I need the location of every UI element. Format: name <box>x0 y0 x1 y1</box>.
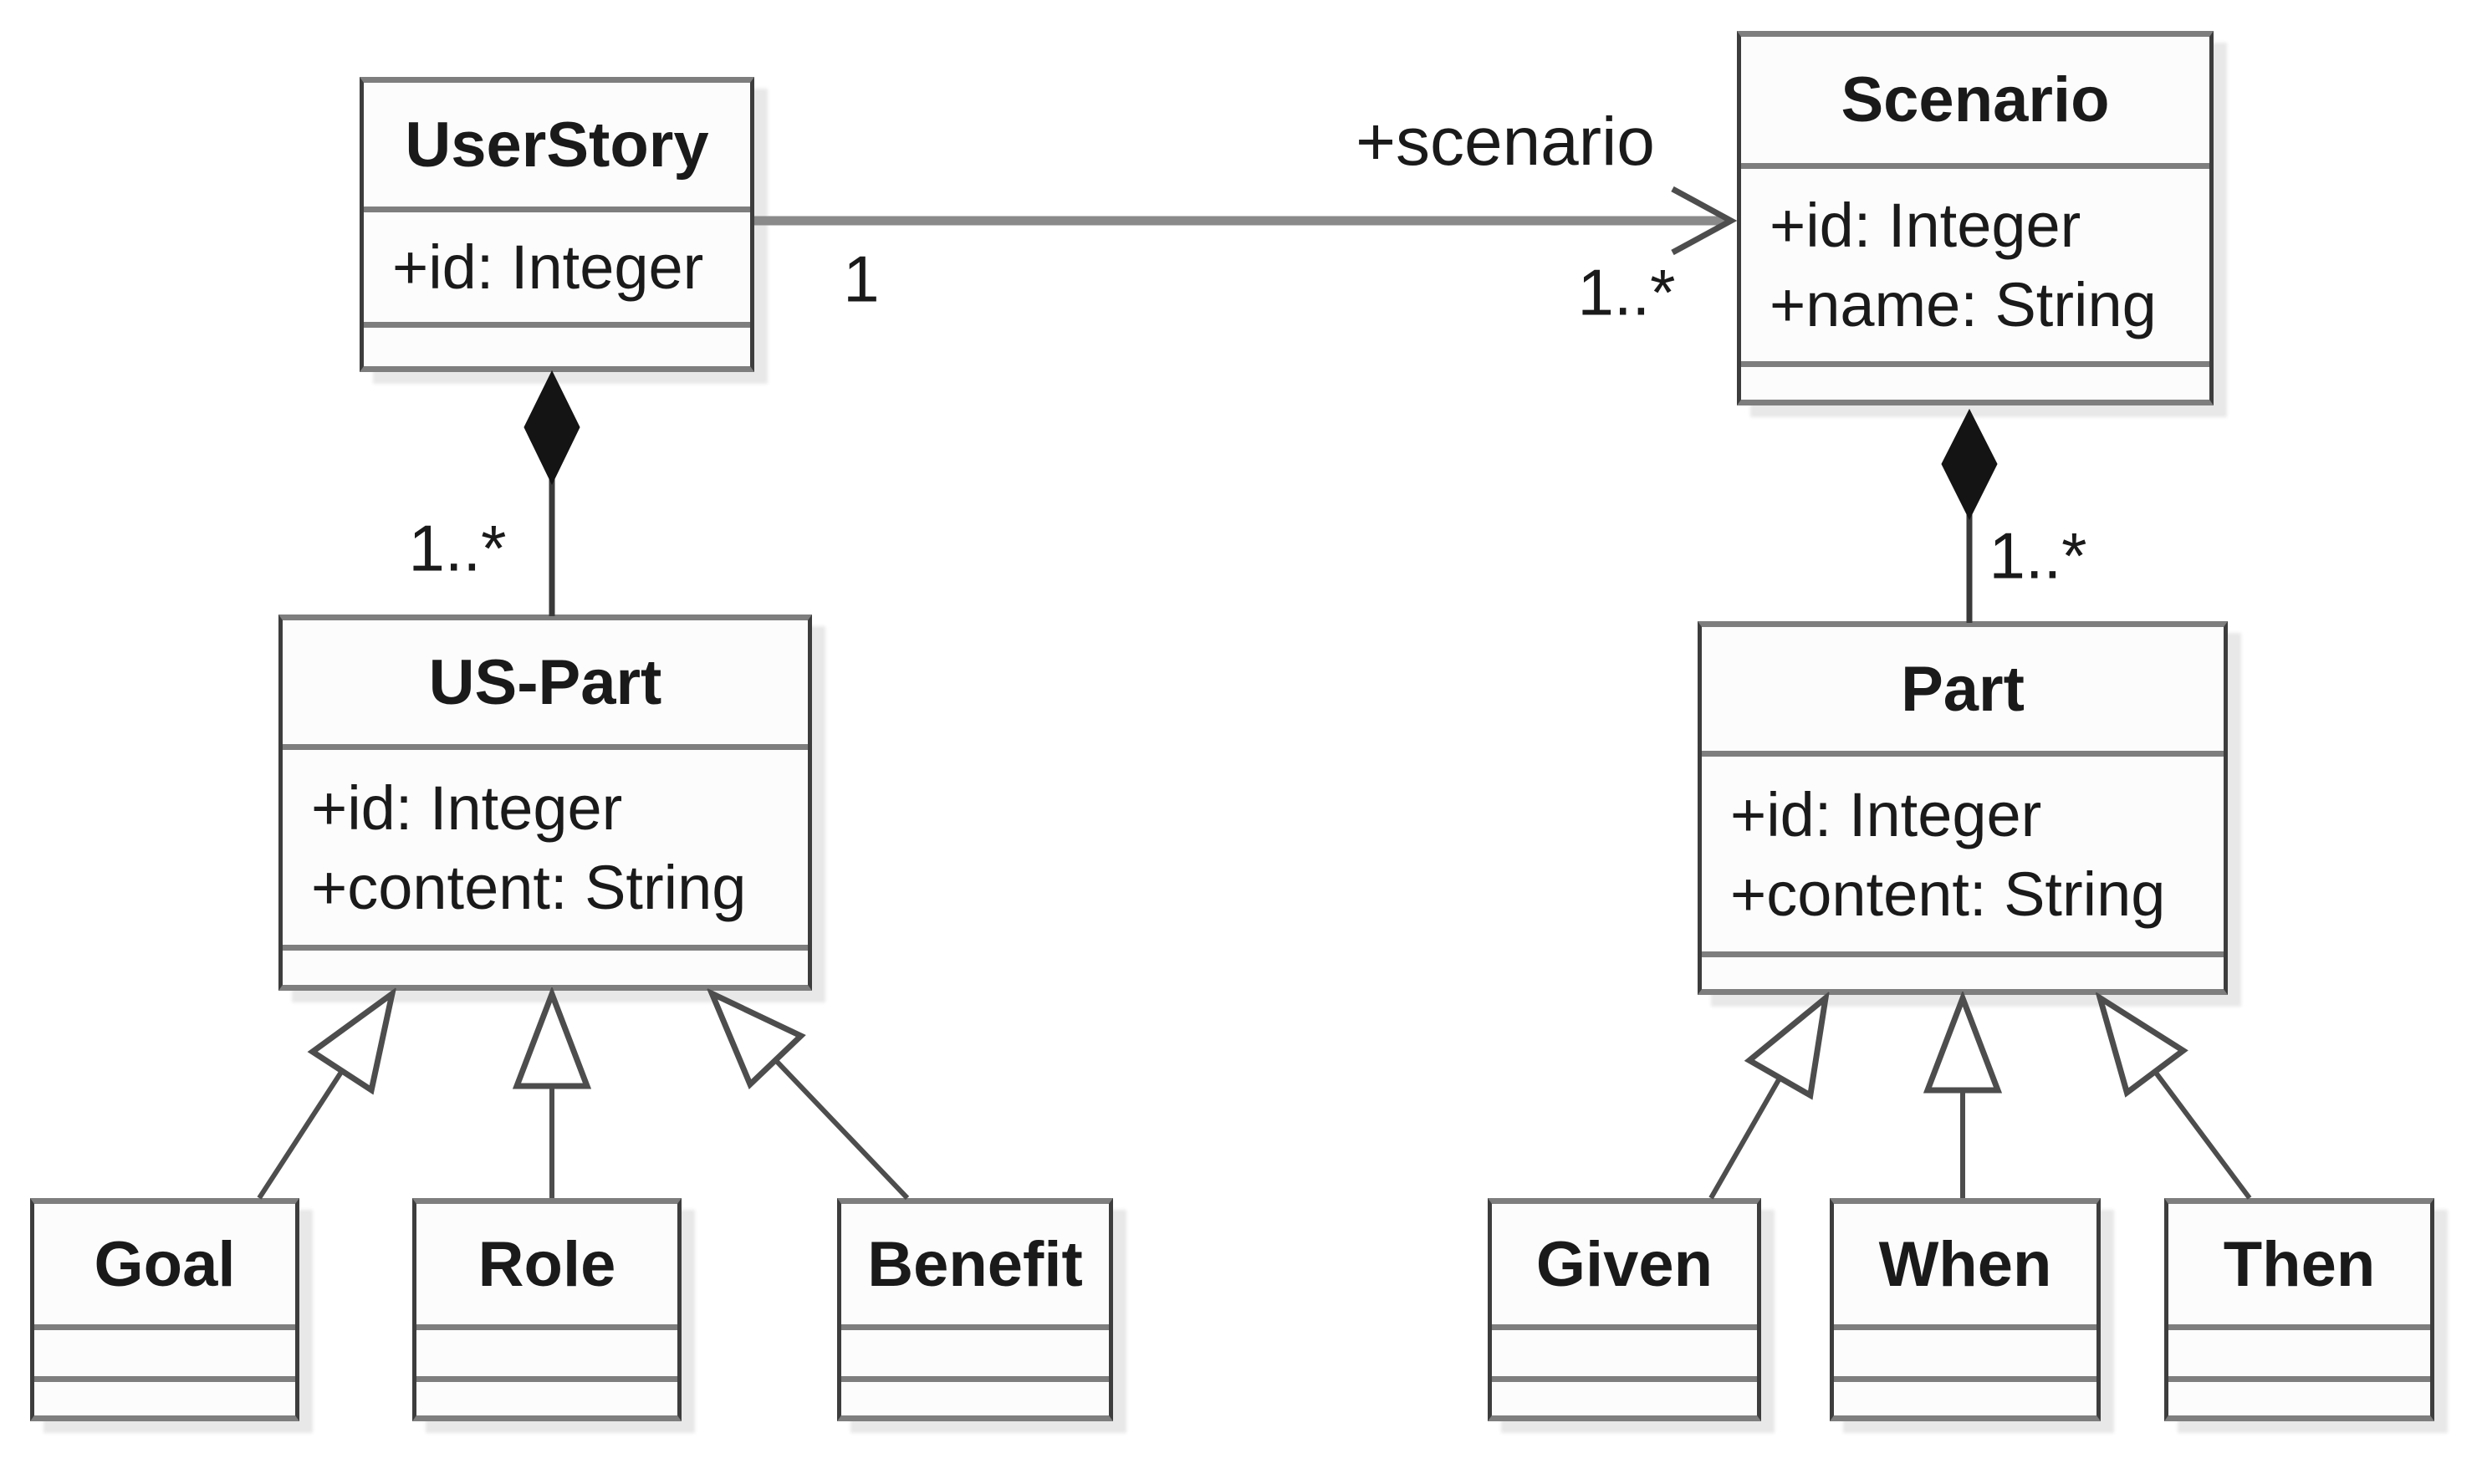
attribute: +id: Integer <box>1730 779 2042 849</box>
attributes-compartment <box>1492 1330 1757 1382</box>
methods-compartment <box>1741 367 2209 400</box>
methods-compartment <box>34 1382 295 1415</box>
class-name: When <box>1834 1204 2096 1330</box>
class-name: Goal <box>34 1204 295 1330</box>
class-name: Scenario <box>1741 37 2209 169</box>
methods-compartment <box>416 1382 677 1415</box>
class-name: Benefit <box>841 1204 1109 1330</box>
attributes-compartment <box>1834 1330 2096 1382</box>
class-box-userstory: UserStory +id: Integer <box>360 77 754 372</box>
attributes-compartment: +id: Integer +name: String <box>1741 169 2209 367</box>
attributes-compartment: +id: Integer <box>364 212 750 328</box>
attribute: +id: Integer <box>392 232 704 302</box>
methods-compartment <box>1702 957 2224 989</box>
methods-compartment <box>841 1382 1109 1415</box>
attributes-compartment: +id: Integer +content: String <box>283 750 808 951</box>
composition-diamond-icon <box>523 370 580 486</box>
class-box-part: Part +id: Integer +content: String <box>1698 621 2228 995</box>
attribute: +content: String <box>311 852 747 922</box>
attributes-compartment <box>841 1330 1109 1382</box>
class-box-then: Then <box>2164 1198 2434 1421</box>
class-name: Then <box>2168 1204 2430 1330</box>
class-name: Part <box>1702 627 2224 757</box>
methods-compartment <box>1834 1382 2096 1415</box>
methods-compartment <box>2168 1382 2430 1415</box>
attributes-compartment <box>34 1330 295 1382</box>
class-box-scenario: Scenario +id: Integer +name: String <box>1737 31 2214 405</box>
class-box-when: When <box>1830 1198 2101 1421</box>
methods-compartment <box>1492 1382 1757 1415</box>
attribute: +id: Integer <box>1770 191 2081 260</box>
class-name: UserStory <box>364 83 750 212</box>
generalization-then-part <box>2099 997 2252 1200</box>
attributes-compartment <box>416 1330 677 1382</box>
class-name: Role <box>416 1204 677 1330</box>
methods-compartment <box>364 328 750 366</box>
attributes-compartment: +id: Integer +content: String <box>1702 757 2224 957</box>
multiplicity-label-part-end: 1..* <box>1989 518 2087 593</box>
class-name: Given <box>1492 1204 1757 1330</box>
generalization-benefit-uspart <box>711 992 910 1201</box>
attribute: +id: Integer <box>311 773 623 843</box>
class-name: US-Part <box>283 620 808 750</box>
class-box-benefit: Benefit <box>837 1198 1113 1421</box>
generalization-given-part <box>1708 997 1826 1200</box>
multiplicity-label-scenario-end: 1..* <box>1577 255 1676 329</box>
attribute: +name: String <box>1770 270 2157 339</box>
attribute: +content: String <box>1730 859 2166 929</box>
generalization-goal-uspart <box>257 992 393 1200</box>
association-role-label: +scenario <box>1356 104 1655 180</box>
open-arrowhead-icon <box>1671 186 1738 256</box>
class-box-us-part: US-Part +id: Integer +content: String <box>278 615 812 991</box>
multiplicity-label-uspart-end: 1..* <box>408 511 507 585</box>
attributes-compartment <box>2168 1330 2430 1382</box>
class-box-given: Given <box>1488 1198 1761 1421</box>
composition-diamond-icon <box>1941 408 1998 521</box>
class-box-role: Role <box>412 1198 682 1421</box>
class-box-goal: Goal <box>30 1198 299 1421</box>
methods-compartment <box>283 951 808 985</box>
multiplicity-label-userstory-end: 1 <box>843 242 880 316</box>
